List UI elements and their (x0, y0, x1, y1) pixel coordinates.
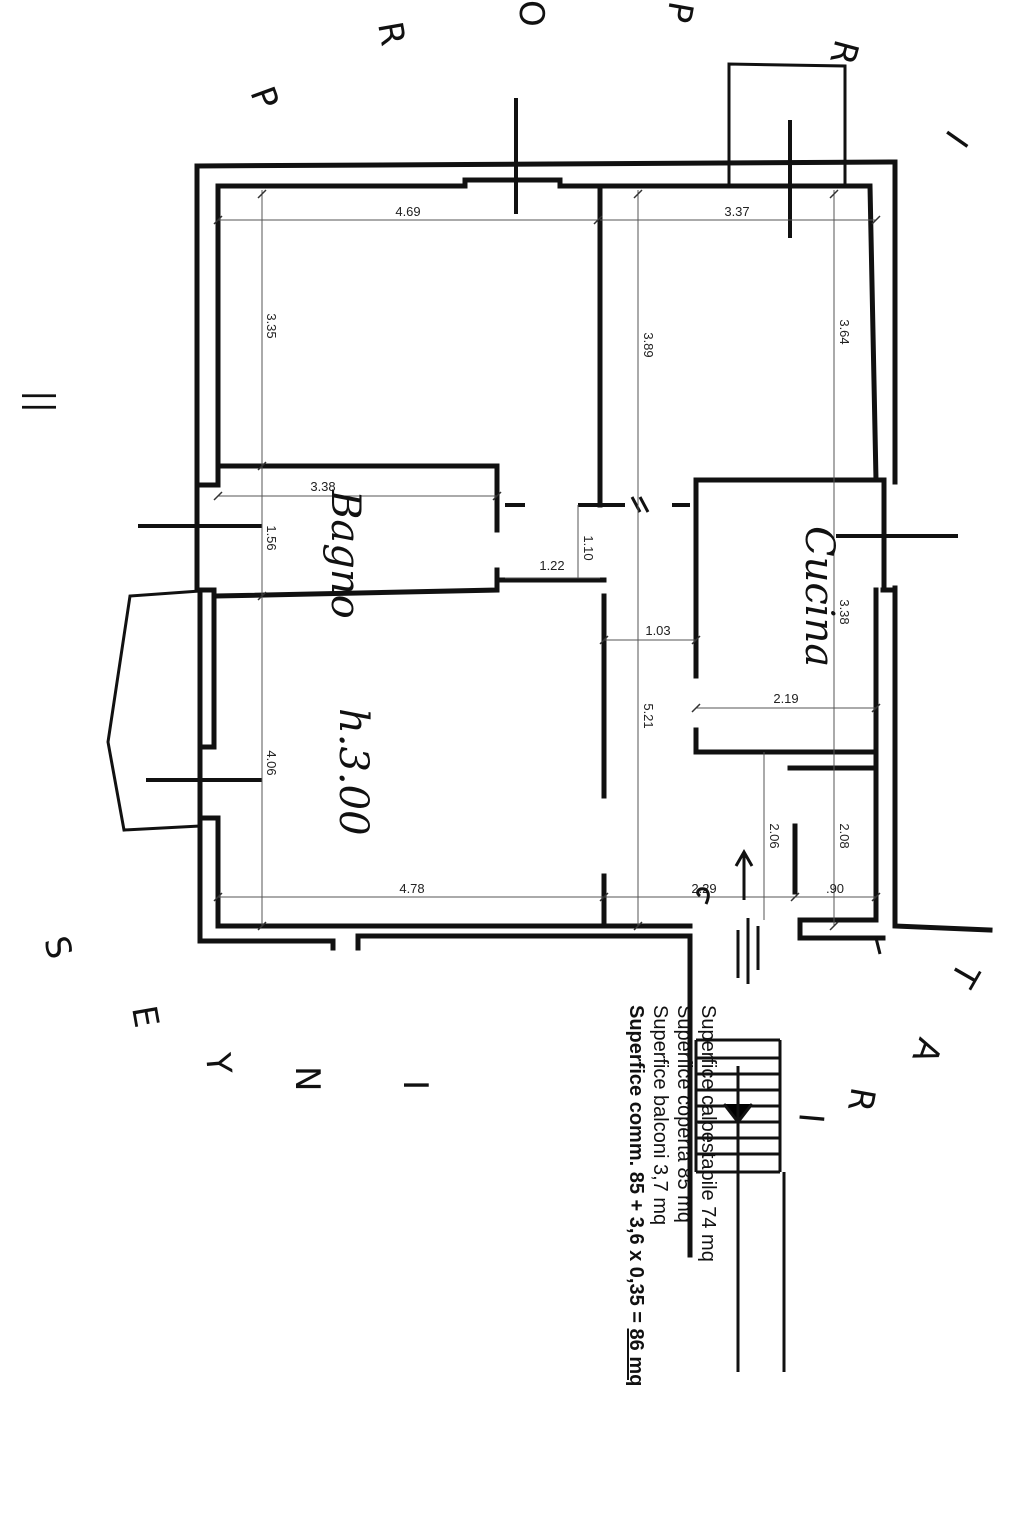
boundary-right-letter-3: R (839, 1084, 882, 1114)
dimension-labels: 4.69 3.37 3.38 1.22 1.03 2.19 4.78 2.29 … (264, 204, 852, 896)
room-labels: Bagno Cucina h.3.00 (322, 489, 842, 836)
opening-stubs (138, 98, 958, 782)
boundary-bottom-letter-5: I (395, 1080, 435, 1090)
staircase (694, 1038, 786, 1372)
dim-closet-width: .90 (826, 881, 844, 896)
dim-top-right-width: 3.37 (724, 204, 749, 219)
boundary-top-letter-6: I (937, 123, 976, 154)
dim-right-top-depth: 3.64 (837, 319, 852, 344)
dim-top-left-width: 4.69 (395, 204, 420, 219)
dim-entry-depth-b: 2.08 (837, 823, 852, 848)
room-label-height: h.3.00 (330, 708, 376, 836)
summary-calpestabile: Superfice calpestabile 74 mq (697, 1005, 719, 1262)
boundary-bottom-letter-4: N (287, 1066, 327, 1091)
dim-center-top-depth: 3.89 (641, 332, 656, 357)
dim-kitchen-width: 2.19 (773, 691, 798, 706)
dim-kitchen-depth: 3.38 (837, 599, 852, 624)
boundary-top-letter-5: R (821, 36, 866, 69)
dim-entry-depth-a: 2.06 (767, 823, 782, 848)
dimension-ticks (213, 189, 881, 931)
boundary-top-letter-3: O (511, 0, 551, 27)
dim-bath-width: 3.38 (310, 479, 335, 494)
dim-lower-room-depth: 4.06 (264, 750, 279, 775)
summary-coperta: Superfice coperta 85 mq (673, 1005, 695, 1223)
balcony-outlines (106, 62, 882, 955)
boundary-bottom-letter-2: E (123, 1003, 166, 1031)
area-summary: Superfice calpestabile 74 mq Superfice c… (624, 1005, 720, 1475)
interior-walls (215, 183, 887, 929)
boundary-bottom-letter-3: Y (197, 1050, 239, 1075)
boundary-top-letter-2: R (369, 19, 412, 49)
dim-bath-depth: 1.56 (264, 525, 279, 550)
summary-total-prefix: Superfice comm. 85 + 3,6 x 0,35 = (625, 1005, 647, 1329)
dim-left-room-depth: 3.35 (264, 313, 279, 338)
boundary-top-letter-4: P (658, 0, 701, 26)
dim-corridor-small: 1.22 (539, 558, 564, 573)
dimension-lines (218, 190, 876, 926)
boundary-top-letter-1: P (242, 81, 287, 114)
room-label-kitchen: Cucina (796, 526, 842, 667)
boundary-right-letter-2: A (904, 1033, 950, 1069)
entrance-marker (696, 848, 760, 984)
dim-bottom-left-width: 4.78 (399, 881, 424, 896)
room-label-bathroom: Bagno (322, 489, 368, 619)
dim-corridor-width: 1.03 (645, 623, 670, 638)
dim-corridor-vertical: 1.10 (581, 535, 596, 560)
boundary-right-letter-4: I (790, 1111, 831, 1124)
boundary-bottom-letter-1: S (35, 932, 79, 963)
outer-walls (194, 159, 993, 1258)
summary-total-value: 86 mq (625, 1328, 647, 1387)
dim-center-long-depth: 5.21 (641, 703, 656, 728)
summary-commerciale: Superfice comm. 85 + 3,6 x 0,35 = 86 mq (624, 1005, 648, 1475)
boundary-left-marks: || (21, 390, 61, 413)
summary-balconi: Superfice balconi 3,7 mq (649, 1005, 671, 1226)
boundary-right-letter-1: T (942, 955, 988, 994)
